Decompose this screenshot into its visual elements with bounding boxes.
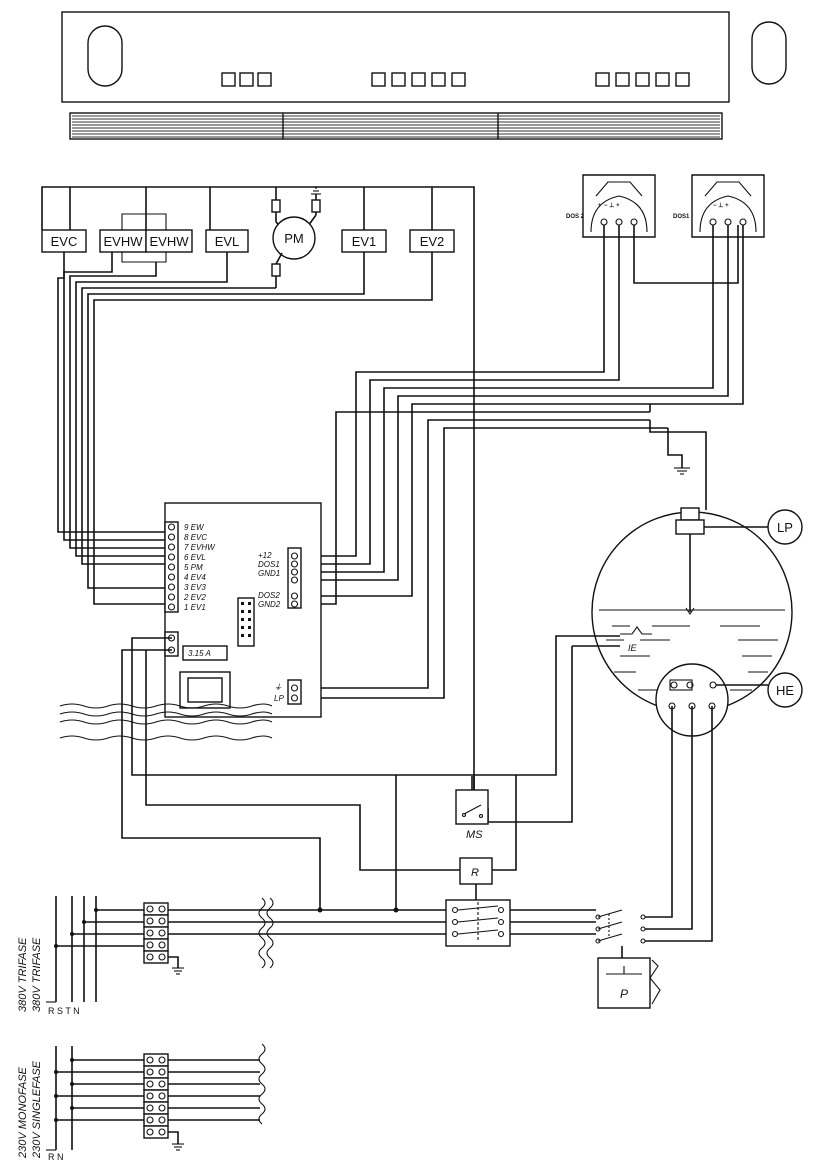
pump-motor: PM: [271, 187, 321, 288]
three-phase-pins: R S T N: [48, 1006, 80, 1016]
panel-grille: [69, 112, 723, 140]
ms-switch: MS: [455, 789, 489, 841]
panel-buttons-left[interactable]: [221, 72, 272, 87]
control-panel: [61, 11, 787, 103]
three-phase-label-1: 380V TRIFASE: [17, 937, 29, 1012]
svg-text:GND2: GND2: [258, 600, 281, 609]
svg-text:DOS2: DOS2: [258, 591, 280, 600]
valve-ev1: EV1: [341, 229, 387, 253]
fuse-label: 3.15 A: [188, 649, 211, 658]
dosing-pump-2-label: DOS 2: [566, 214, 585, 220]
valve-ev2-label: EV2: [420, 234, 445, 249]
valve-bus: [41, 186, 475, 775]
three-phase-label-2: 380V TRIFASE: [31, 937, 43, 1012]
dosing-wires: [300, 225, 744, 699]
relay: R: [459, 857, 493, 885]
valve-evc: EVC: [41, 229, 87, 253]
three-phase-supply: R S T N 380V TRIFASE 380V TRIFASE: [17, 896, 192, 1016]
svg-text:+: +: [598, 203, 602, 209]
valve-evl-label: EVL: [215, 234, 240, 249]
lp-sensor-label: LP: [777, 520, 793, 535]
svg-text:DOS1: DOS1: [258, 560, 280, 569]
single-phase-label-1: 230V MONOFASE: [17, 1066, 29, 1159]
single-phase-pins: R N: [48, 1152, 64, 1162]
panel-buttons-center[interactable]: [371, 72, 466, 87]
panel-slot-right: [751, 21, 787, 85]
valve-evhw-a-label: EVHW: [104, 234, 144, 249]
board-display: [179, 671, 231, 709]
svg-text:7 EVHW: 7 EVHW: [184, 543, 216, 552]
right-terminal-labels: +12 DOS1 GND1 DOS2 GND2: [258, 551, 281, 609]
contactor: [445, 899, 511, 947]
single-phase-label-2: 230V SINGLEFASE: [31, 1060, 43, 1159]
pressure-switch: P: [597, 957, 661, 1009]
ms-label: MS: [466, 829, 483, 841]
power-terminal-block[interactable]: [164, 631, 179, 657]
svg-text:6 EVL: 6 EVL: [184, 553, 206, 562]
panel-buttons-right[interactable]: [595, 72, 690, 87]
valve-evhw-b-label: EVHW: [150, 234, 190, 249]
valve-evhw-a: EVHW: [99, 229, 147, 253]
relay-label: R: [471, 867, 479, 879]
main-switch[interactable]: [595, 909, 646, 944]
svg-text:8 EVC: 8 EVC: [184, 533, 207, 542]
valve-ev1-label: EV1: [352, 234, 377, 249]
right-terminal-block[interactable]: [287, 547, 302, 609]
svg-text:− ⊥ +: − ⊥ +: [713, 202, 729, 209]
svg-text:5 PM: 5 PM: [184, 563, 203, 572]
svg-text:GND1: GND1: [258, 569, 280, 578]
svg-text:+12: +12: [258, 551, 272, 560]
fuse: 3.15 A: [182, 645, 228, 661]
panel-slot-left: [87, 25, 123, 87]
svg-text:⏚: ⏚: [274, 683, 282, 692]
pump-motor-label: PM: [284, 231, 304, 246]
dosing-pump-1-label: DOS1: [673, 214, 690, 220]
ie-label: IE: [628, 643, 638, 653]
dosing-pump-1: − ⊥ + DOS1: [673, 174, 765, 238]
svg-text:9 EW: 9 EW: [184, 523, 205, 532]
lp-terminal-label: LP: [274, 694, 284, 703]
single-phase-terminal-block: [143, 1053, 169, 1139]
valve-evhw-b: EVHW: [145, 229, 193, 253]
svg-text:− ⊥ +: − ⊥ +: [604, 202, 620, 209]
heating-element-label: HE: [776, 683, 794, 698]
dosing-pump-2: + − ⊥ + DOS 2: [566, 174, 656, 238]
lp-terminal-block[interactable]: [287, 679, 302, 705]
three-phase-terminal-block: [143, 902, 169, 964]
valve-evl: EVL: [205, 229, 249, 253]
svg-text:4 EV4: 4 EV4: [184, 573, 206, 582]
control-board: 9 EW 8 EVC 7 EVHW 6 EVL 5 PM 4 EV4 3 EV3…: [164, 502, 322, 718]
board-connector: [237, 597, 255, 647]
svg-text:2 EV2: 2 EV2: [183, 593, 206, 602]
svg-text:1 EV1: 1 EV1: [184, 603, 206, 612]
svg-text:3 EV3: 3 EV3: [184, 583, 206, 592]
left-terminal-labels: 9 EW 8 EVC 7 EVHW 6 EVL 5 PM 4 EV4 3 EV3…: [183, 523, 216, 612]
valve-wires: [57, 252, 433, 605]
valve-evc-label: EVC: [51, 234, 78, 249]
single-phase-supply: R N 230V MONOFASE 230V SINGLEFASE: [17, 1043, 266, 1162]
lower-wiring: MS R: [59, 635, 713, 1009]
left-terminal-block[interactable]: [164, 521, 179, 613]
boiler: LP IE HE: [591, 507, 803, 737]
valve-ev2: EV2: [409, 229, 455, 253]
pressure-switch-label: P: [620, 987, 628, 1001]
